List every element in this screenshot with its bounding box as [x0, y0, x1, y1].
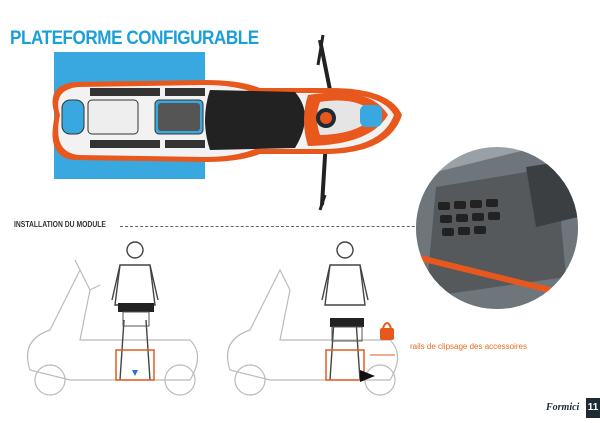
brand-logo: Formici — [546, 402, 580, 413]
installation-figure-right — [226, 241, 399, 396]
scooter-top-view — [52, 34, 402, 211]
rail-detail-zoom — [416, 147, 578, 309]
section-title: INSTALLATION DU MODULE — [14, 220, 106, 229]
section-divider — [120, 226, 450, 227]
page-title: PLATEFORME CONFIGURABLE — [10, 28, 259, 49]
installation-figure-left — [26, 241, 199, 396]
accessory-rails-label: rails de clipsage des accessoires — [410, 342, 527, 351]
page-number: 11 — [586, 398, 600, 418]
